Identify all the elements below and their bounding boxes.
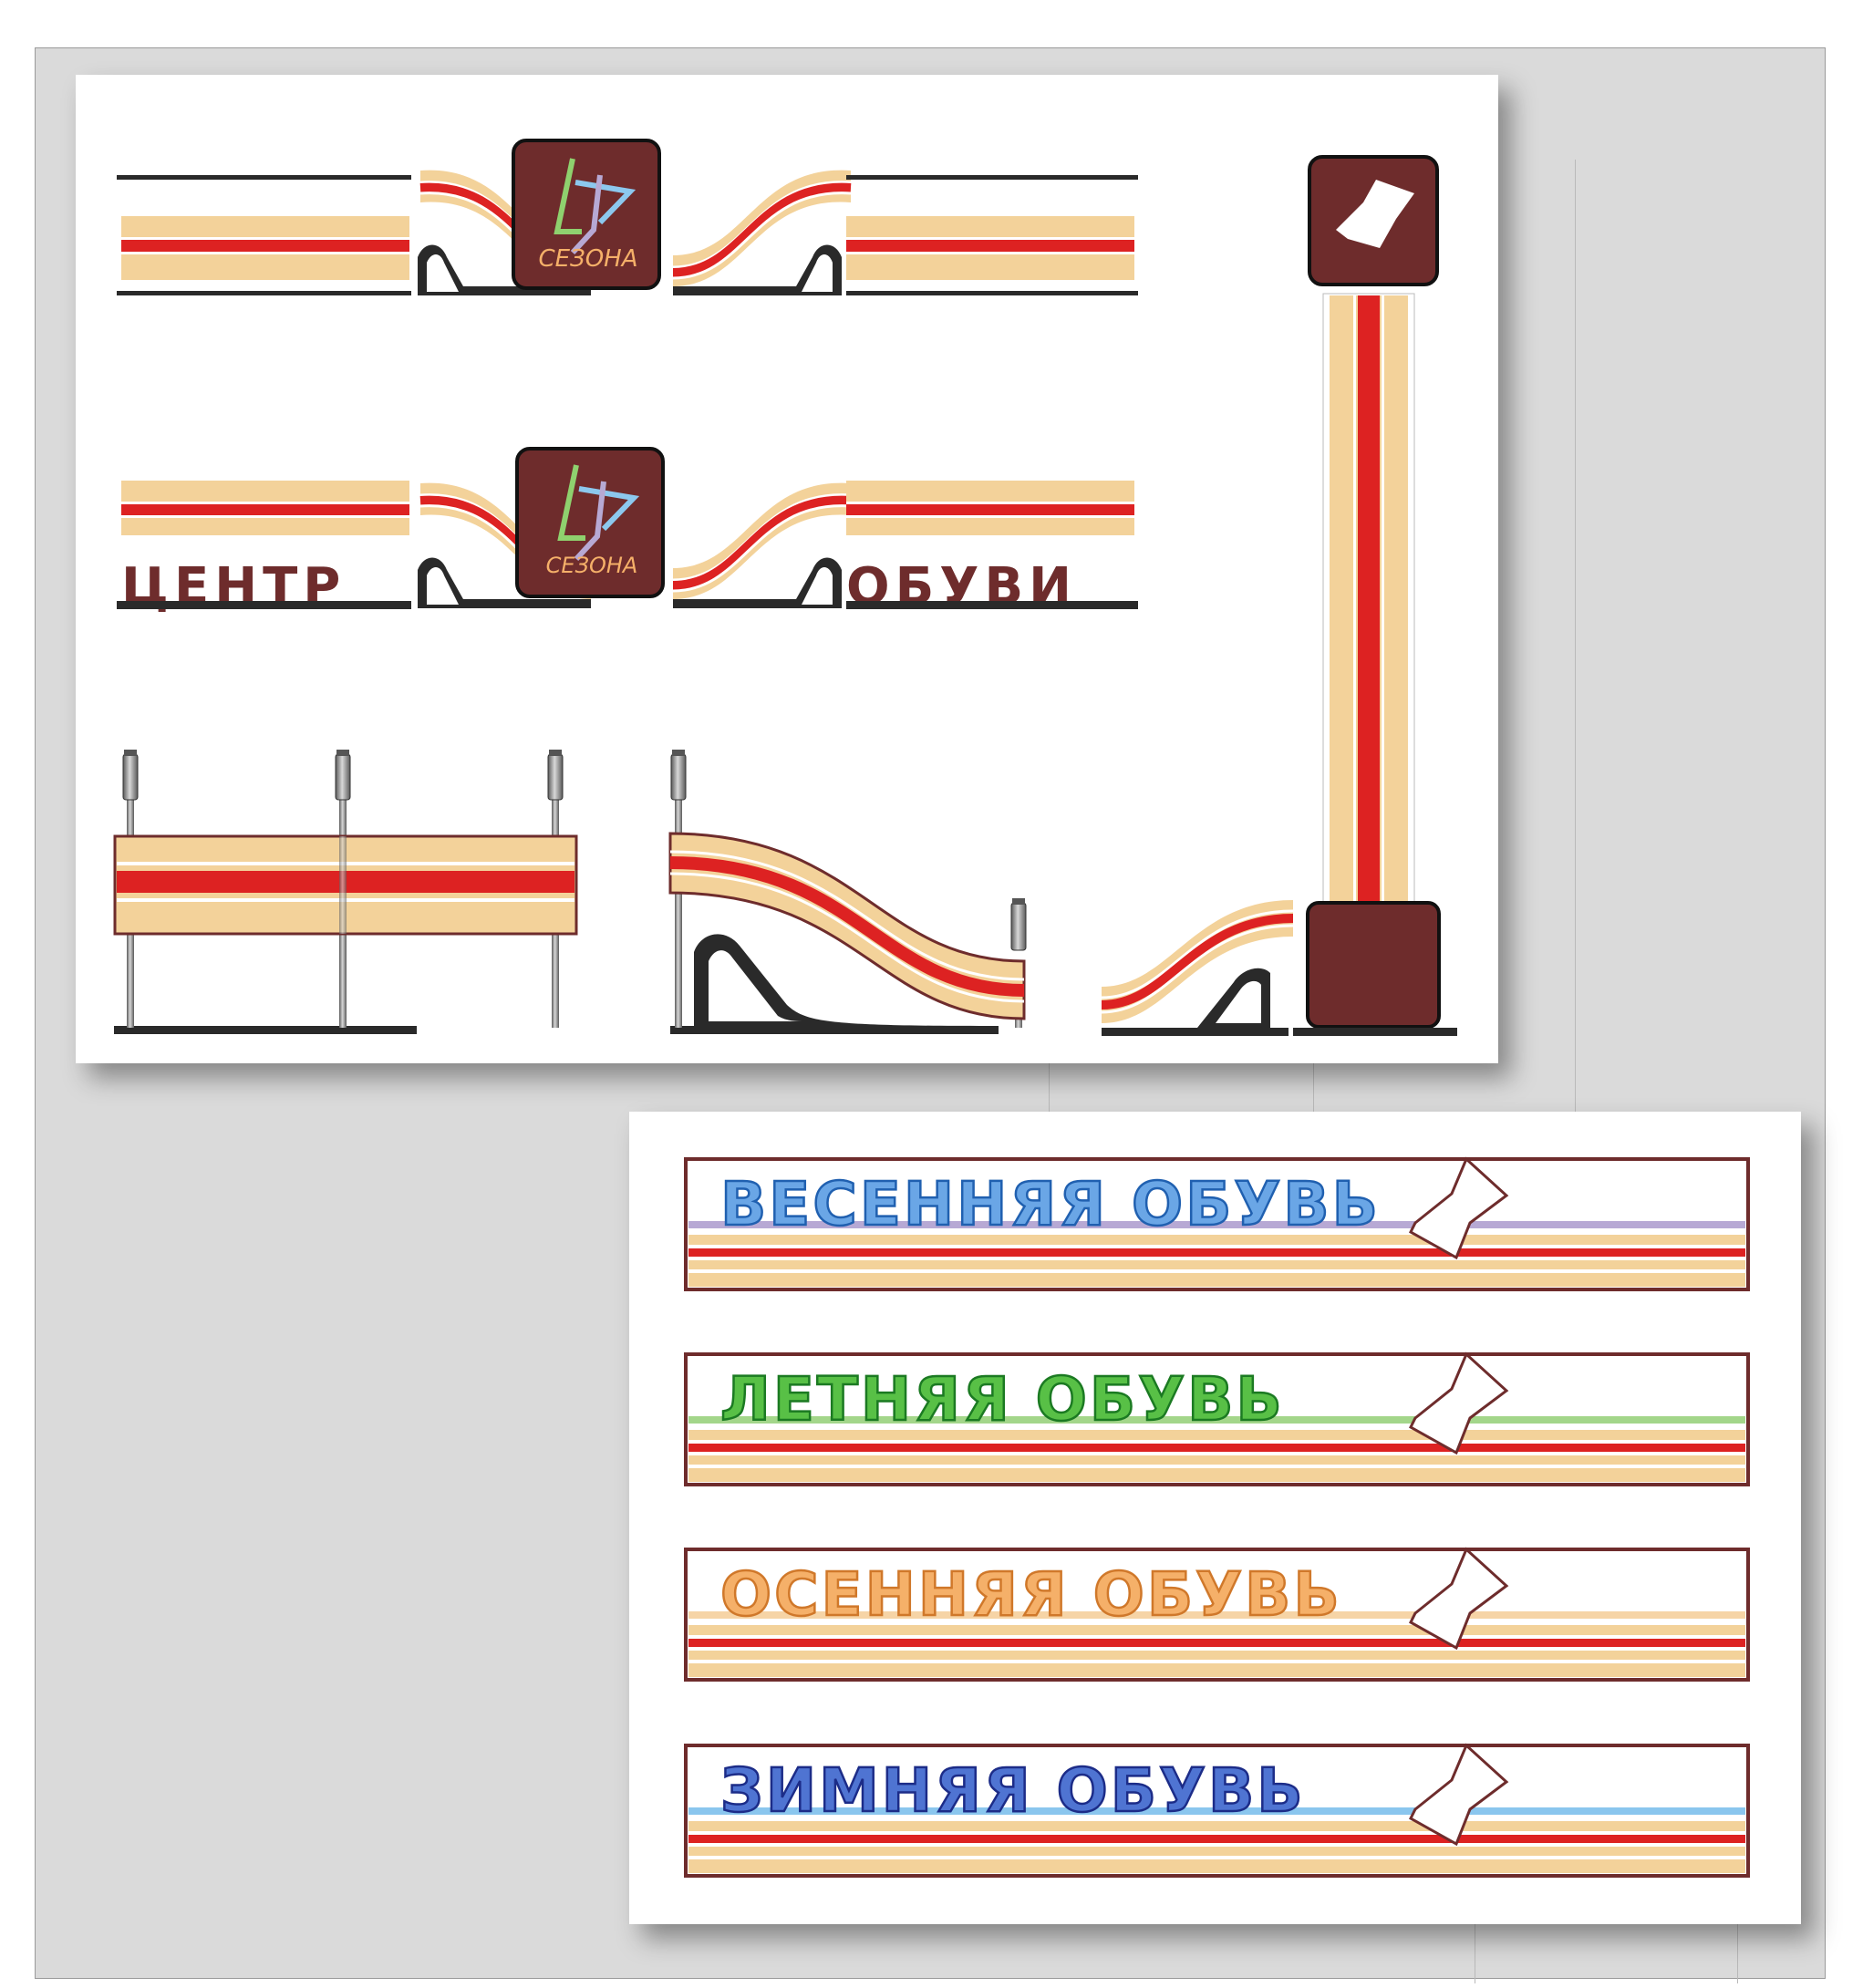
banner-spring: ВЕСЕННЯЯ ОБУВЬ — [684, 1156, 1750, 1291]
shoe-silhouette — [418, 557, 591, 608]
logo-mark: СЕЗОНА — [538, 158, 638, 273]
banner-label: ЗИМНЯЯ ОБУВЬ — [720, 1755, 1306, 1826]
stripe-panel — [121, 216, 409, 280]
logo-text: СЕЗОНА — [538, 245, 637, 273]
accent-stripe — [688, 1416, 1745, 1424]
dark-line — [670, 1026, 999, 1034]
logo-mark-icon — [1409, 1156, 1509, 1260]
fence-sign — [113, 750, 578, 1034]
stripe-panel — [121, 481, 409, 535]
shoe-wave-sign — [668, 750, 1027, 1034]
guide-line — [1313, 1058, 1314, 1131]
logo-mark: СЕЗОНА — [546, 464, 640, 578]
banner-label: ОСЕННЯЯ ОБУВЬ — [720, 1559, 1342, 1630]
season-banners: ВЕСЕННЯЯ ОБУВЬ ЛЕТНЯЯ ОБУВЬ ОСЕННЯЯ ОБУВ… — [684, 1156, 1750, 1878]
logo-mark — [1336, 180, 1414, 248]
banner-summer: ЛЕТНЯЯ ОБУВЬ — [684, 1351, 1750, 1486]
facade-sign-row-1: СЕЗОНА — [117, 139, 1138, 295]
guide-line — [1049, 1058, 1050, 1131]
shoe-silhouette — [673, 244, 842, 295]
stripe-panel — [846, 481, 1134, 535]
banner-autumn: ОСЕННЯЯ ОБУВЬ — [684, 1547, 1750, 1682]
banner-label: ЛЕТНЯЯ ОБУВЬ — [720, 1364, 1285, 1434]
banner-winter: ЗИМНЯЯ ОБУВЬ — [684, 1743, 1750, 1878]
dark-line — [117, 175, 411, 180]
shoe-silhouette — [418, 244, 591, 295]
dark-line — [846, 291, 1138, 295]
pylon-sign — [1101, 155, 1457, 1036]
accent-stripe — [688, 1611, 1745, 1619]
dark-line — [117, 601, 411, 609]
banner-label: ВЕСЕННЯЯ ОБУВЬ — [720, 1169, 1381, 1239]
facade-sign-row-2: ЦЕНТР СЕЗОНА ОБУВИ — [117, 447, 1138, 616]
logo-mark-icon — [1409, 1547, 1509, 1651]
accent-stripe — [688, 1807, 1745, 1815]
guide-line — [1737, 1920, 1738, 1983]
accent-stripe — [688, 1221, 1745, 1228]
logo-text: СЕЗОНА — [546, 553, 638, 578]
logo-mark-icon — [1409, 1743, 1509, 1847]
dark-line — [846, 601, 1138, 609]
signage-sheet-bottom: ВЕСЕННЯЯ ОБУВЬ ЛЕТНЯЯ ОБУВЬ ОСЕННЯЯ ОБУВ… — [629, 1112, 1801, 1924]
dark-line — [117, 291, 411, 295]
post — [670, 750, 687, 1028]
logo-mark-icon — [1409, 1351, 1509, 1455]
dark-line — [114, 1026, 417, 1034]
shoe-silhouette — [673, 557, 842, 608]
signage-sheet-top: СЕЗОНА ЦЕНТР — [76, 75, 1498, 1063]
base-box — [1306, 901, 1441, 1029]
logo-box — [512, 139, 661, 290]
dark-line — [1293, 1028, 1457, 1036]
dark-line — [846, 175, 1138, 180]
logo-box — [515, 447, 665, 598]
stripe-panel — [846, 216, 1134, 280]
dark-line — [1102, 1028, 1289, 1036]
signage-drawing-top: СЕЗОНА ЦЕНТР — [113, 139, 1457, 1036]
guide-line — [1575, 160, 1576, 1131]
